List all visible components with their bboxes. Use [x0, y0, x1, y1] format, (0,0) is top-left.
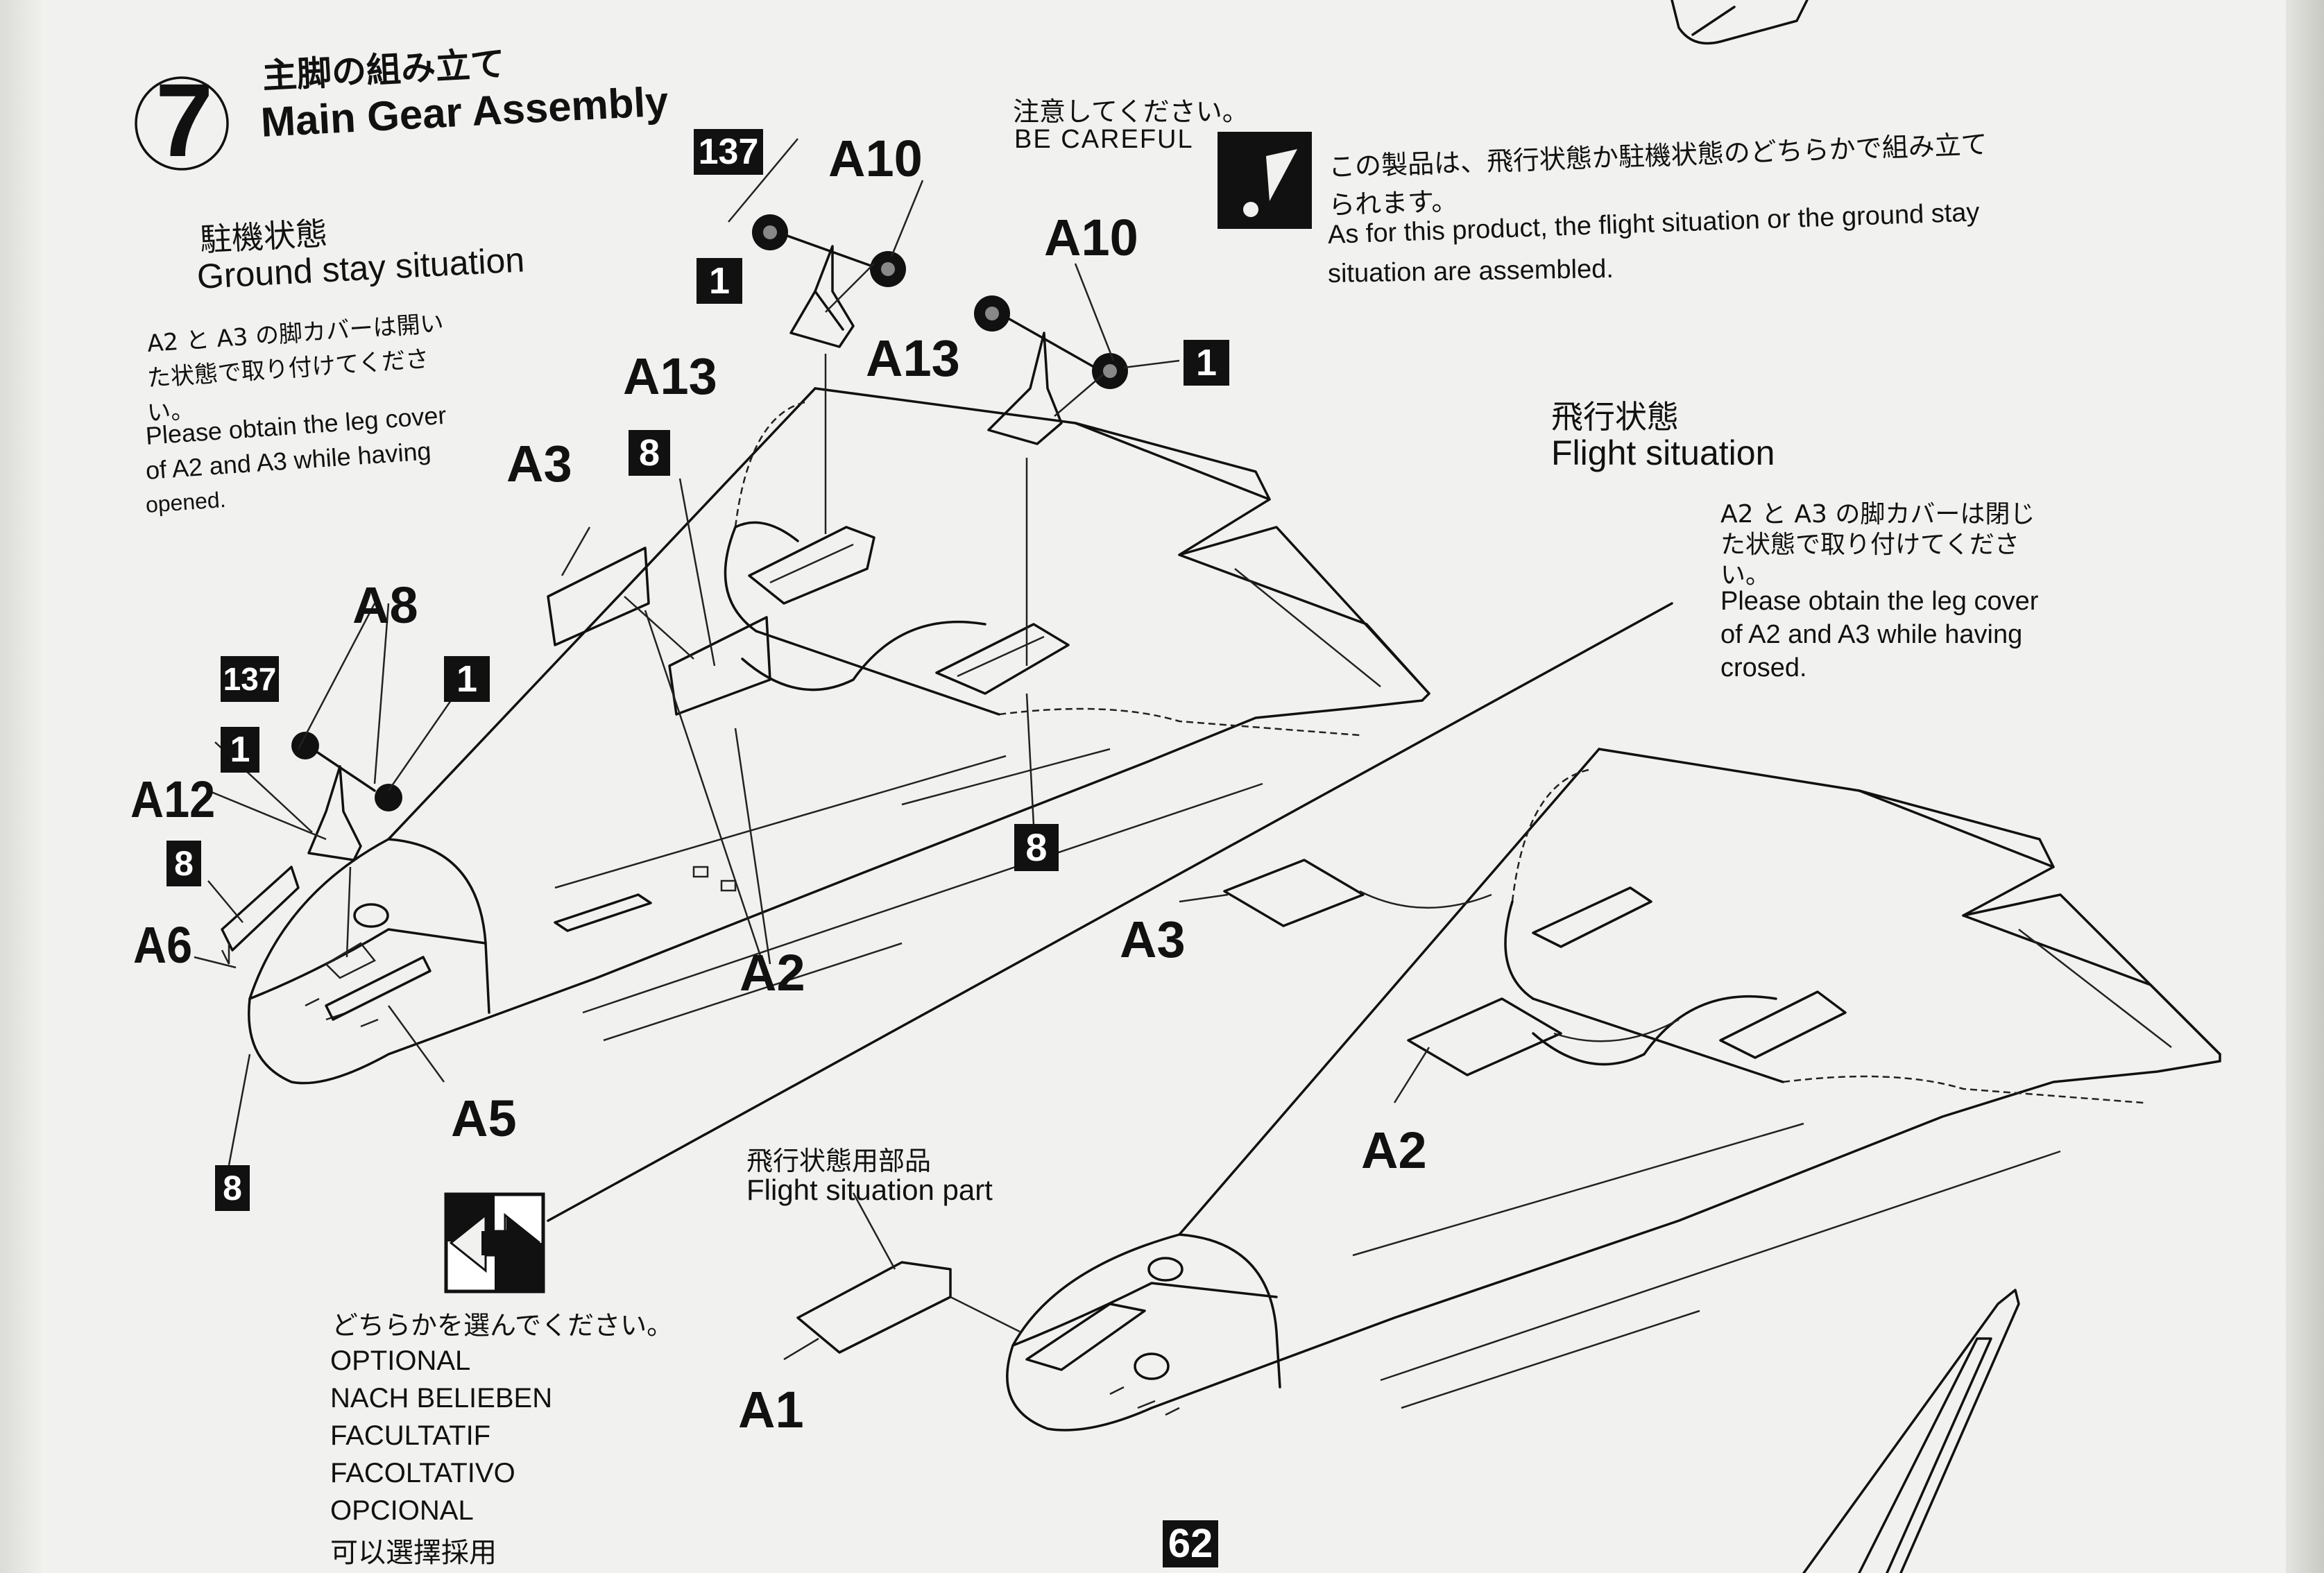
label-a13-left: A13	[623, 347, 717, 405]
color-code-1-left-upper: 1	[444, 656, 490, 702]
optional-arrows-icon	[444, 1192, 545, 1293]
flight-note-jp-2: た状態で取り付けてくださ	[1720, 531, 2019, 559]
flight-title-jp: 飛行状態	[1551, 398, 1679, 436]
flight-part-en: Flight situation part	[746, 1174, 993, 1206]
optional-line-4: FACOLTATIVO	[330, 1458, 515, 1488]
step-number: 7	[155, 62, 214, 178]
flight-note-jp-3: い。	[1720, 561, 1771, 590]
section-divider-line	[547, 602, 1673, 1222]
label-a3-flight: A3	[1120, 911, 1186, 968]
optional-line-3: FACULTATIF	[330, 1420, 491, 1451]
wheel-well-flight-left	[1532, 886, 1652, 948]
color-code-1-top: 1	[697, 258, 742, 304]
partial-part-detail	[1691, 6, 1736, 36]
optional-line-5: OPCIONAL	[330, 1495, 474, 1526]
tail-fin-partial	[1802, 1289, 2020, 1573]
main-gear-right	[974, 295, 1128, 445]
label-a10-left: A10	[828, 130, 923, 187]
label-a3-ground: A3	[506, 435, 572, 492]
wheel-well-right	[935, 623, 1070, 695]
page-spine-shadow	[0, 0, 42, 1573]
color-code-8-left: 8	[166, 841, 201, 886]
part-a2-ground	[668, 616, 771, 716]
optional-line-2: NACH BELIEBEN	[330, 1383, 553, 1413]
color-code-8-nose: 8	[215, 1165, 250, 1211]
nose-gear	[291, 732, 402, 861]
wheel-well-left	[748, 526, 875, 605]
label-a13-right: A13	[866, 329, 960, 387]
label-connectors	[194, 359, 1180, 1166]
flight-note-en-1: Please obtain the leg cover	[1720, 587, 2039, 616]
label-a2-flight: A2	[1361, 1121, 1427, 1179]
caution-text-jp: 注意してください。	[1013, 96, 1249, 127]
optional-jp: どちらかを選んでください。	[332, 1310, 674, 1341]
part-a3-flight	[1223, 859, 1365, 927]
color-code-8-top: 8	[629, 430, 670, 476]
label-a8: A8	[352, 576, 418, 634]
shuttle-ground-stay	[221, 387, 1430, 1085]
guide-lines-ground	[345, 138, 1115, 958]
label-a2-ground: A2	[740, 944, 805, 1002]
wheel-well-flight-right	[1719, 990, 1847, 1059]
caution-text-en: BE CAREFUL	[1014, 125, 1194, 154]
part-a2-flight	[1407, 997, 1562, 1076]
guide-lines-flight	[783, 893, 1430, 1361]
label-a1: A1	[738, 1381, 804, 1438]
color-code-137-left: 137	[221, 656, 279, 702]
main-gear-left	[752, 214, 906, 348]
caution-icon	[1217, 132, 1312, 229]
part-a1	[796, 1261, 952, 1354]
shuttle-flight	[796, 748, 2221, 1432]
flight-note-en-2: of A2 and A3 while having	[1720, 620, 2023, 649]
label-a5: A5	[451, 1090, 517, 1147]
caution-note-jp-2: られます。	[1328, 185, 1458, 221]
caution-note-en-2: situation are assembled.	[1327, 254, 1614, 289]
part-a3-ground	[547, 547, 650, 646]
page-number: 62	[1163, 1520, 1218, 1567]
color-code-137-top: 137	[694, 129, 763, 175]
part-a6	[221, 866, 300, 952]
flight-note-jp-1: A2 と A3 の脚カバーは閉じ	[1720, 500, 2035, 528]
step-number-circle	[135, 76, 229, 171]
color-code-8-bottom: 8	[1014, 824, 1059, 871]
part-a5	[325, 956, 432, 1021]
page-edge-shadow	[2286, 0, 2324, 1573]
color-code-1-right: 1	[1184, 340, 1229, 386]
color-code-1-left-lower: 1	[221, 727, 259, 773]
flight-note-en-3: crosed.	[1720, 653, 1807, 682]
label-a6: A6	[133, 916, 193, 974]
flight-title-en: Flight situation	[1551, 433, 1775, 472]
optional-line-6: 可以選擇採用	[330, 1537, 497, 1569]
label-a10-right: A10	[1044, 209, 1138, 266]
label-a12: A12	[130, 771, 216, 828]
partial-part-top	[1671, 0, 1809, 45]
optional-line-1: OPTIONAL	[330, 1346, 471, 1376]
flight-part-jp: 飛行状態用部品	[746, 1146, 932, 1176]
